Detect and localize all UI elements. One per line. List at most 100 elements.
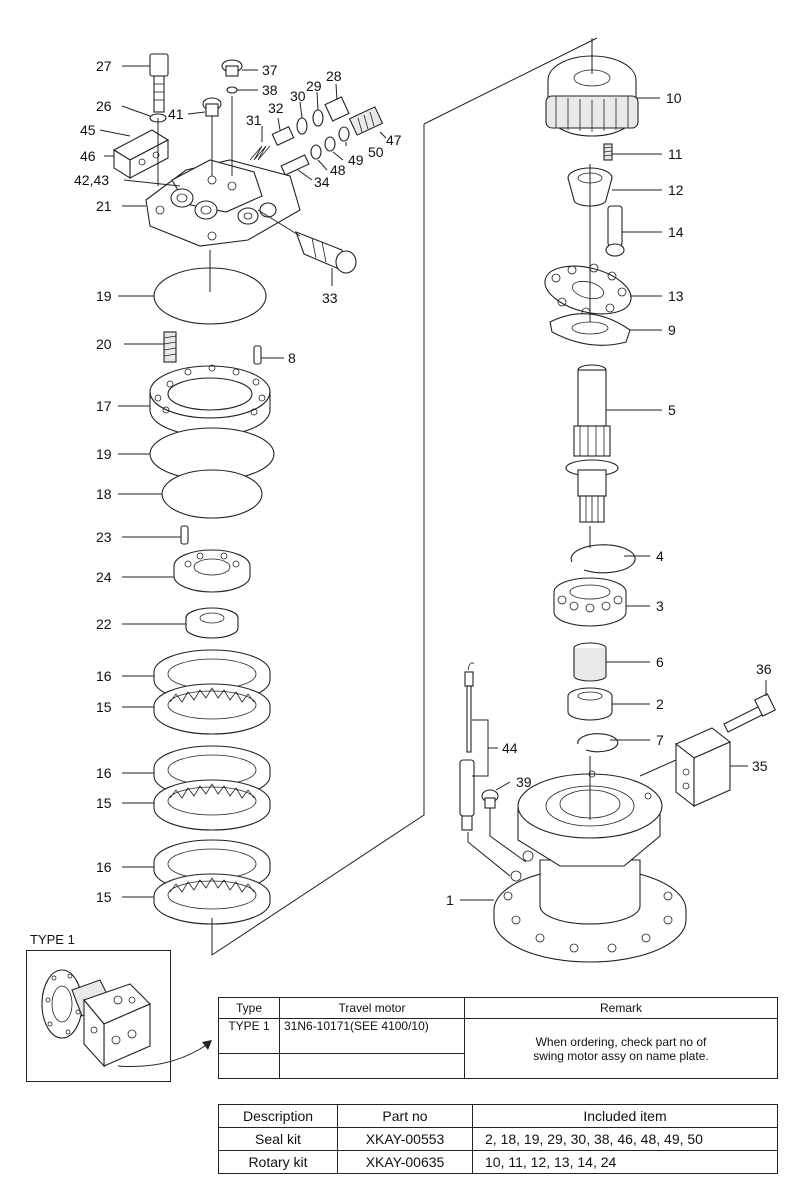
callout-27: 27 <box>96 58 112 74</box>
type1-image-frame <box>26 950 171 1082</box>
callout-20: 20 <box>96 336 112 352</box>
callout-8: 8 <box>288 350 296 366</box>
type1-arrow-head <box>202 1040 212 1050</box>
part-15-separator-plate-2 <box>153 779 271 831</box>
part-3-roller-bearing <box>553 577 627 627</box>
callout-26: 26 <box>96 98 112 114</box>
motor-cell: 31N6-10171(SEE 4100/10) <box>279 1018 465 1054</box>
partno-col-header: Part no <box>337 1104 473 1128</box>
kit-table-header: Description Part no Included item <box>218 1104 778 1128</box>
part-31-spring <box>249 145 271 161</box>
included-col-header: Included item <box>472 1104 778 1128</box>
part-30-oring <box>296 117 308 135</box>
callout-11: 11 <box>668 146 683 162</box>
callout-37: 37 <box>262 62 278 78</box>
part-27-bolt <box>149 53 169 113</box>
part-41-plug <box>202 97 222 117</box>
part-29-oring <box>312 109 324 127</box>
part-44-level-gauge <box>459 662 475 831</box>
assembly-boundary-line-2 <box>211 124 425 956</box>
callout-16-b: 16 <box>96 765 112 781</box>
part-34-plunger <box>280 154 310 176</box>
part-5-drive-shaft <box>565 364 619 523</box>
callout-38: 38 <box>262 82 278 98</box>
part-18-oring <box>161 469 263 519</box>
part-46-block <box>112 129 170 179</box>
callout-33: 33 <box>322 290 338 306</box>
part-14-piston <box>605 205 625 257</box>
callout-2: 2 <box>656 696 664 712</box>
callout-7: 7 <box>656 732 664 748</box>
callout-9: 9 <box>668 322 676 338</box>
part-6-bushing <box>573 642 607 682</box>
callout-23: 23 <box>96 529 112 545</box>
callout-45: 45 <box>80 122 96 138</box>
callout-50: 50 <box>368 144 384 160</box>
callout-41: 41 <box>168 106 184 122</box>
part-7-snap-ring <box>577 733 619 753</box>
kit-included-items: 2, 18, 19, 29, 30, 38, 46, 48, 49, 50 <box>472 1127 778 1151</box>
type1-label: TYPE 1 <box>30 932 75 947</box>
part-23-pin <box>180 525 189 545</box>
callout-19-lower: 19 <box>96 446 112 462</box>
part-47-relief-valve <box>348 106 384 136</box>
callout-24: 24 <box>96 569 112 585</box>
part-22-bearing <box>185 607 239 639</box>
type1-pointer-arrow <box>117 1043 209 1067</box>
callout-12: 12 <box>668 182 684 198</box>
part-28-plug <box>324 96 350 122</box>
callout-46: 46 <box>80 148 96 164</box>
callout-19-upper: 19 <box>96 288 112 304</box>
table-row-empty <box>218 1053 778 1079</box>
empty-cell <box>218 1053 280 1079</box>
part-39-plug <box>481 789 499 809</box>
part-15-separator-plate-3 <box>153 873 271 925</box>
callout-34: 34 <box>314 174 330 190</box>
kit-part-no: XKAY-00553 <box>337 1127 473 1151</box>
assembly-boundary-line <box>423 37 598 125</box>
callout-47: 47 <box>386 132 402 148</box>
part-17-housing <box>149 364 271 437</box>
callout-21: 21 <box>96 198 112 214</box>
callout-30: 30 <box>290 88 306 104</box>
kit-part-no: XKAY-00635 <box>337 1150 473 1174</box>
callout-4: 4 <box>656 548 664 564</box>
callout-35: 35 <box>752 758 768 774</box>
table-row: Rotary kit XKAY-00635 10, 11, 12, 13, 14… <box>218 1150 778 1174</box>
callout-18: 18 <box>96 486 112 502</box>
type1-motor-thumbnail <box>41 969 151 1068</box>
callout-32: 32 <box>268 100 284 116</box>
type-table: Type Travel motor Remark TYPE 1 31N6-101… <box>218 997 778 1079</box>
part-15-separator-plate-1 <box>153 683 271 735</box>
part-35-valve-block <box>674 727 732 808</box>
kit-table: Description Part no Included item Seal k… <box>218 1104 778 1174</box>
callout-49: 49 <box>348 152 364 168</box>
motor-col-header: Travel motor <box>279 997 465 1019</box>
callout-15-c: 15 <box>96 889 112 905</box>
callout-39: 39 <box>516 774 532 790</box>
part-21-valve-casing <box>145 159 301 247</box>
description-col-header: Description <box>218 1104 338 1128</box>
remark-cell: When ordering, check part no of swing mo… <box>464 1018 778 1079</box>
callout-3: 3 <box>656 598 664 614</box>
callout-36: 36 <box>756 661 772 677</box>
callout-22: 22 <box>96 616 112 632</box>
kit-included-items: 10, 11, 12, 13, 14, 24 <box>472 1150 778 1174</box>
callout-5: 5 <box>668 402 676 418</box>
callout-17: 17 <box>96 398 112 414</box>
part-38-oring <box>226 86 238 94</box>
callout-31: 31 <box>246 112 262 128</box>
callout-15-a: 15 <box>96 699 112 715</box>
callout-15-b: 15 <box>96 795 112 811</box>
callout-6: 6 <box>656 654 664 670</box>
callout-48: 48 <box>330 162 346 178</box>
callout-13: 13 <box>668 288 684 304</box>
part-1-casing <box>493 770 687 963</box>
part-33-spool <box>295 231 357 274</box>
part-2-oil-seal <box>567 687 613 721</box>
part-8-pin <box>253 345 262 365</box>
empty-cell <box>279 1053 465 1079</box>
part-49-oring <box>324 136 336 152</box>
part-4-snap-ring <box>570 544 636 574</box>
